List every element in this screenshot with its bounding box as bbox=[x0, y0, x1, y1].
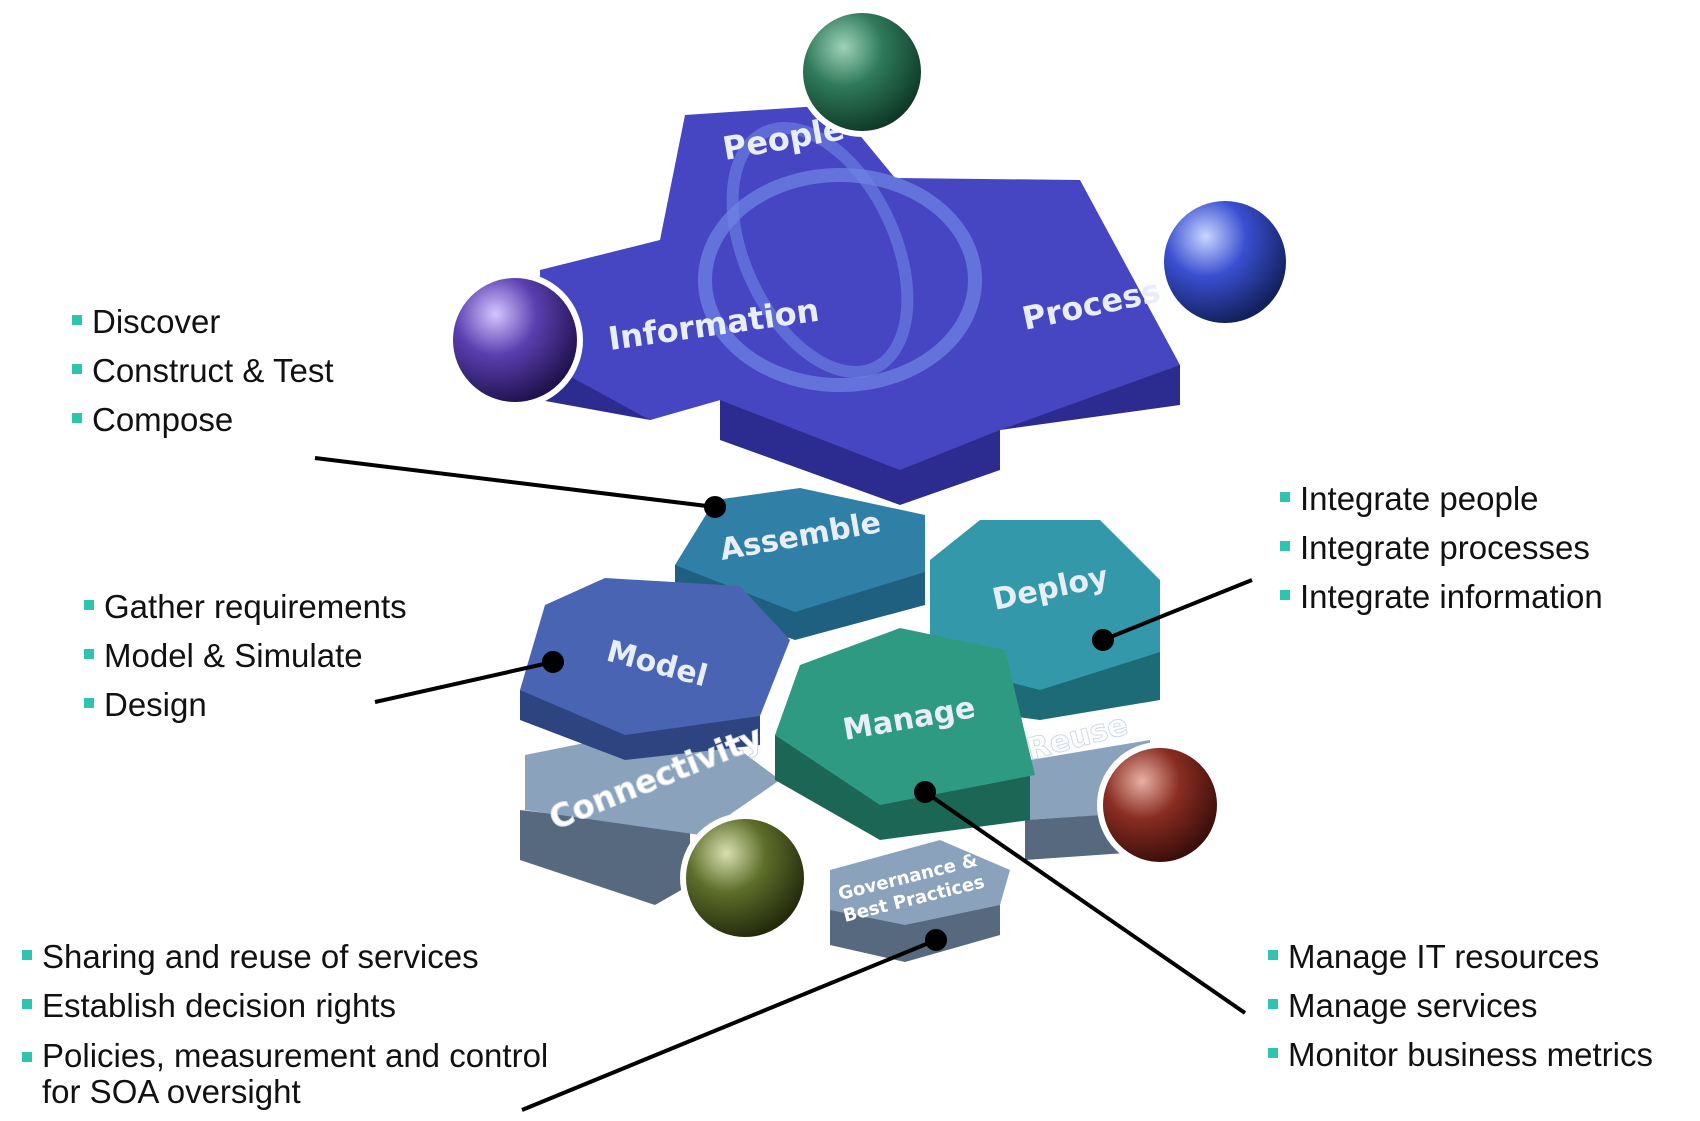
list-item: Monitor business metrics bbox=[1266, 1030, 1653, 1079]
manage-hex bbox=[775, 628, 1035, 840]
connectivity-slab-side bbox=[520, 810, 690, 905]
list-item: Integrate people bbox=[1278, 474, 1603, 523]
connector-governance bbox=[521, 938, 937, 1112]
manage-bullets: Manage IT resources Manage services Moni… bbox=[1266, 932, 1653, 1079]
list-item: Discover bbox=[70, 297, 334, 346]
connector-deploy bbox=[1102, 578, 1253, 642]
list-item: Sharing and reuse of services bbox=[20, 932, 580, 981]
connector-assemble bbox=[314, 456, 716, 509]
list-item: Model & Simulate bbox=[82, 631, 407, 680]
list-item: Integrate information bbox=[1278, 572, 1603, 621]
connectors bbox=[314, 456, 1253, 1112]
top-plate bbox=[540, 105, 1180, 505]
reuse-sphere bbox=[1097, 742, 1223, 868]
process-sphere bbox=[1158, 195, 1292, 329]
connector-manage bbox=[923, 790, 1247, 1015]
connectivity-sphere bbox=[680, 813, 810, 943]
governance-bullets: Sharing and reuse of services Establish … bbox=[20, 932, 580, 1110]
list-item: Construct & Test bbox=[70, 346, 334, 395]
top-plate-top bbox=[540, 105, 1180, 470]
list-item: Manage services bbox=[1266, 981, 1653, 1030]
list-item: Manage IT resources bbox=[1266, 932, 1653, 981]
list-item: Establish decision rights bbox=[20, 981, 580, 1030]
ring-horizontal bbox=[698, 168, 982, 392]
list-item: Design bbox=[82, 680, 407, 729]
list-item: Integrate processes bbox=[1278, 523, 1603, 572]
list-item: Compose bbox=[70, 395, 334, 444]
deploy-bullets: Integrate people Integrate processes Int… bbox=[1278, 474, 1603, 621]
information-sphere bbox=[447, 272, 583, 408]
governance-slab-top bbox=[830, 840, 1010, 925]
assemble-hex bbox=[675, 488, 925, 640]
connector-model bbox=[374, 660, 554, 704]
ring-vertical bbox=[726, 121, 914, 379]
people-sphere bbox=[797, 7, 927, 137]
assemble-bullets: Discover Construct & Test Compose bbox=[70, 297, 334, 444]
model-bullets: Gather requirements Model & Simulate Des… bbox=[82, 582, 407, 729]
list-item: Gather requirements bbox=[82, 582, 407, 631]
model-hex bbox=[520, 578, 790, 760]
list-item: Policies, measurement and control for SO… bbox=[20, 1038, 580, 1110]
